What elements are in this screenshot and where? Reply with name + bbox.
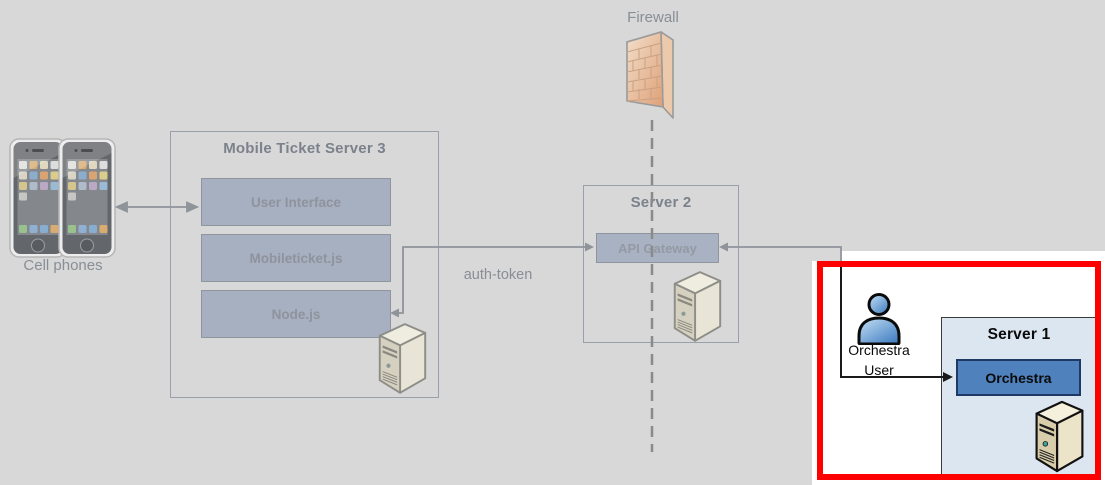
cell-phones-label: Cell phones	[23, 257, 103, 274]
orchestra-user-label-line2: User	[864, 362, 894, 378]
mobile-ticket-server-3-box: Mobile Ticket Server 3 User Interface Mo…	[170, 131, 439, 398]
cell-phone-icon	[58, 138, 116, 258]
server-tower-icon	[673, 271, 722, 342]
orchestra-user-label-line1: Orchestra	[848, 342, 910, 358]
highlight-region-background-top	[840, 251, 1105, 263]
person-icon	[857, 293, 901, 345]
api-gateway-box: API Gateway	[596, 233, 719, 263]
auth-token-label: auth-token	[463, 267, 533, 283]
server-tower-icon	[378, 323, 427, 394]
orchestra-box: Orchestra	[956, 359, 1081, 396]
mobile-ticket-server-3-title: Mobile Ticket Server 3	[223, 140, 386, 157]
orchestra-user-label: Orchestra User	[840, 340, 918, 380]
node-js-box: Node.js	[201, 290, 391, 338]
highlight-red-border	[817, 261, 1101, 480]
cell-phone-icon	[9, 138, 67, 258]
brick-wall-icon	[626, 31, 674, 119]
firewall-label: Firewall	[627, 9, 679, 26]
server-1-title: Server 1	[987, 326, 1051, 343]
mobileticket-js-box: Mobileticket.js	[201, 234, 391, 282]
server-tower-icon	[1035, 400, 1084, 473]
apigateway-user-connector	[726, 246, 842, 262]
server-2-box: Server 2 API Gateway	[583, 185, 739, 343]
user-interface-box: User Interface	[201, 178, 391, 226]
server-2-title: Server 2	[630, 194, 692, 211]
